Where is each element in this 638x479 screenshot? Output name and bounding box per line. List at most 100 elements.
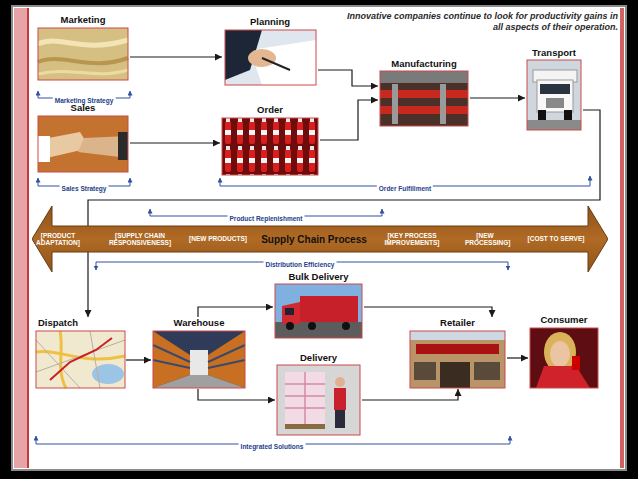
flow-connector <box>88 110 600 317</box>
label-holder: Product Replenishment <box>228 207 305 225</box>
photo-node: Delivery <box>275 352 362 436</box>
planning-photo <box>225 30 316 85</box>
frame <box>12 6 626 470</box>
transport-photo <box>564 110 572 120</box>
bracket-label: Product Replenishment <box>228 215 305 223</box>
photo-node: Warehouse <box>151 317 247 389</box>
label-holder: Distribution Efficiency <box>264 253 337 271</box>
transport-photo <box>537 80 573 112</box>
flow-connector <box>130 56 222 57</box>
flow-connector <box>126 359 151 360</box>
photo-node: Transport <box>525 47 583 131</box>
marketing-photo <box>38 58 128 63</box>
retailer-photo <box>410 340 505 388</box>
frame <box>27 8 29 468</box>
transport-photo <box>527 60 581 130</box>
frame <box>14 8 28 468</box>
sales-photo <box>118 132 128 160</box>
bracket-label: Integrated Solutions <box>239 443 306 451</box>
label-holder: Integrated Solutions <box>239 435 306 453</box>
band-arrow <box>32 206 608 272</box>
marketing-photo <box>38 40 128 45</box>
bracket-label: Distribution Efficiency <box>264 261 337 269</box>
manufacturing-photo <box>380 71 468 126</box>
consumer-photo <box>536 366 590 388</box>
bulk-delivery-photo <box>275 284 362 338</box>
flow-connector <box>198 389 275 400</box>
transport-photo <box>538 110 546 120</box>
retailer-photo <box>414 362 436 380</box>
node-heading: Order <box>220 104 320 116</box>
dispatch-photo <box>60 331 66 388</box>
bulk-delivery-photo <box>342 322 350 330</box>
node-heading: Delivery <box>275 352 362 364</box>
node-heading: Transport <box>525 47 583 59</box>
marketing-photo <box>38 28 128 80</box>
manufacturing-photo <box>380 71 468 126</box>
retailer-photo <box>410 331 505 388</box>
flow-connector <box>470 97 525 98</box>
bulk-delivery-photo <box>275 322 362 338</box>
title-holder: Innovative companies continue to look fo… <box>338 11 618 33</box>
strategy-bracket <box>96 262 508 270</box>
photo-node: Retailer <box>408 317 507 389</box>
consumer-photo <box>530 328 598 388</box>
planning-photo <box>225 30 316 85</box>
manufacturing-photo <box>440 84 446 124</box>
bulk-delivery-photo <box>285 308 294 315</box>
flow-connector <box>364 307 492 317</box>
retailer-photo <box>474 362 500 380</box>
consumer-photo <box>550 341 570 367</box>
warehouse-photo <box>153 331 245 388</box>
consumer-photo <box>572 356 580 370</box>
dispatch-photo <box>36 331 125 388</box>
manufacturing-photo <box>380 71 468 126</box>
flow-connector <box>320 100 378 140</box>
delivery-photo <box>277 365 360 435</box>
band-title: Supply Chain Process <box>258 234 370 245</box>
bracket-label: Sales Strategy <box>60 185 109 193</box>
photo-node: Bulk Delivery <box>273 271 364 339</box>
dispatch-photo <box>36 331 125 388</box>
node-heading: Consumer <box>528 314 600 326</box>
dispatch-photo <box>36 331 125 388</box>
flow-connector <box>318 70 378 86</box>
warehouse-photo <box>153 345 245 368</box>
flow-connector <box>507 357 528 358</box>
node-heading: Manufacturing <box>378 58 470 70</box>
node-heading: Retailer <box>408 317 507 329</box>
delivery-photo <box>277 365 360 435</box>
band-text: [PRODUCT ADAPTATION] <box>36 232 80 246</box>
photo-node: Planning <box>222 16 318 86</box>
node-heading: Marketing <box>36 14 130 26</box>
band-text: [NEW PROCESSING] <box>465 232 505 246</box>
planning-photo <box>262 58 290 70</box>
label-holder: Order Fulfillment <box>377 177 433 195</box>
node-heading: Bulk Delivery <box>273 271 364 283</box>
band-text: [NEW PRODUCTS] <box>186 235 250 242</box>
bulk-delivery-photo <box>286 322 294 330</box>
warehouse-photo <box>153 375 245 388</box>
title-text: Innovative companies continue to look fo… <box>338 11 618 33</box>
bulk-delivery-photo <box>282 302 300 324</box>
frame <box>620 8 624 468</box>
node-heading: Warehouse <box>151 317 247 329</box>
photo-node: Sales <box>36 102 130 173</box>
node-heading: Sales <box>36 102 130 114</box>
retailer-photo <box>410 331 505 388</box>
transport-photo <box>527 60 581 130</box>
delivery-photo <box>335 410 345 428</box>
order-photo <box>222 118 318 175</box>
retailer-photo <box>410 331 505 388</box>
marketing-photo <box>38 70 128 74</box>
transport-photo <box>527 120 581 130</box>
transport-photo <box>540 84 570 94</box>
warehouse-photo <box>190 350 208 375</box>
manufacturing-photo <box>392 84 398 124</box>
sales-photo <box>38 136 50 162</box>
consumer-photo <box>530 328 598 388</box>
